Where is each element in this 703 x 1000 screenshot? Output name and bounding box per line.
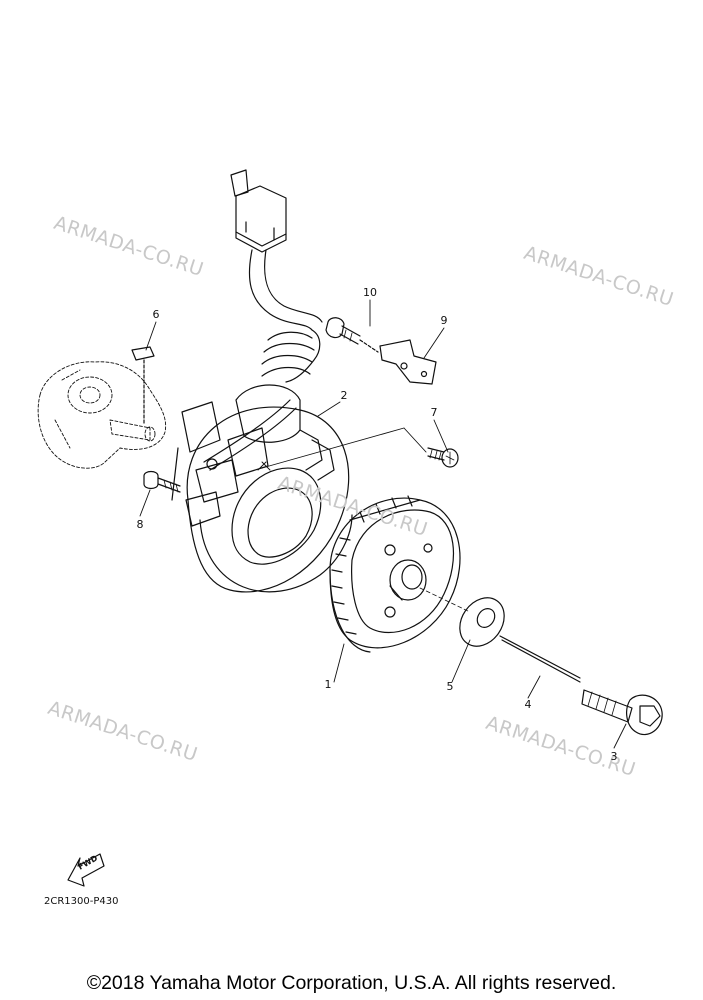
callout-4: 4 [524,698,532,711]
flywheel-part-1 [329,495,461,653]
callout-6: 6 [152,308,160,321]
callout-5: 5 [446,680,454,693]
callout-9: 9 [440,314,448,327]
callout-1: 1 [324,678,332,691]
crankcase-outline [37,361,167,469]
leader-lines [139,299,627,749]
key-part-6 [131,346,155,426]
stator-part-2 [171,384,353,593]
copyright-notice: ©2018 Yamaha Motor Corporation, U.S.A. A… [86,972,617,994]
callout-8: 8 [136,518,144,531]
bracket-part-9 [379,339,437,385]
fwd-label: FWD [77,853,100,871]
washer-part-5 [459,597,505,647]
callout-7: 7 [430,406,438,419]
bolt-part-8 [143,470,181,493]
wire-harness [230,169,323,383]
callout-3: 3 [610,750,618,763]
center-axis [419,587,471,613]
leader-bracket-7 [261,427,427,469]
callout-2: 2 [340,389,348,402]
screw-part-7 [427,447,459,468]
fwd-arrow-icon: FWD [67,853,105,887]
pin-part-4 [499,635,581,683]
bolt-part-10 [325,317,379,353]
callout-10: 10 [363,286,377,299]
diagram-code: 2CR1300-P430 [44,896,119,907]
bolt-part-3 [581,689,663,736]
